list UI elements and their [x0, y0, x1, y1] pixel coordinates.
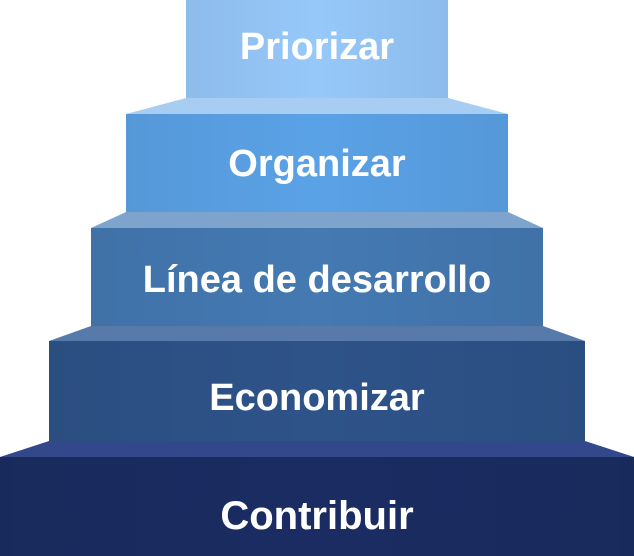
step-economizar-label: Economizar	[209, 377, 425, 419]
step-linea-de-desarrollo-label: Línea de desarrollo	[143, 259, 491, 301]
step-contribuir-top	[0, 441, 634, 457]
step-priorizar: Priorizar	[186, 0, 448, 98]
step-linea-de-desarrollo: Línea de desarrollo	[91, 212, 543, 326]
step-organizar-label: Organizar	[228, 143, 406, 185]
step-linea-de-desarrollo-top	[91, 212, 543, 228]
step-priorizar-label: Priorizar	[240, 26, 394, 68]
step-economizar: Economizar	[49, 326, 585, 441]
step-contribuir: Contribuir	[0, 441, 634, 556]
step-economizar-top	[49, 326, 585, 341]
step-organizar-top	[126, 98, 508, 114]
step-contribuir-label: Contribuir	[220, 494, 413, 538]
step-organizar: Organizar	[126, 98, 508, 212]
